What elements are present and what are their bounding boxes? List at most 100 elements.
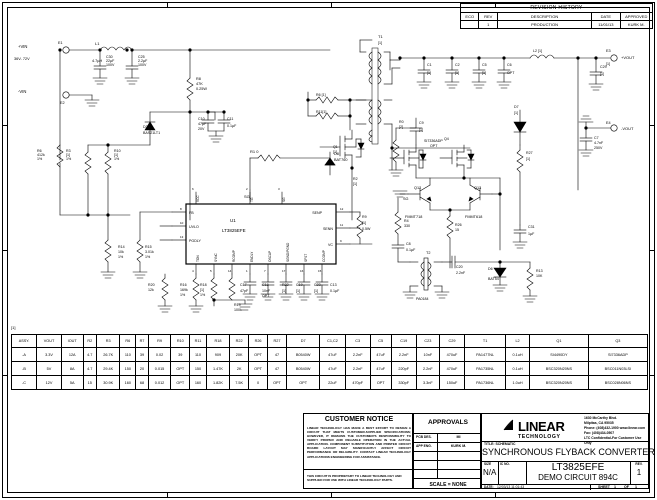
svg-text:0.1µF: 0.1µF <box>227 124 237 128</box>
svg-text:D7: D7 <box>514 105 519 109</box>
svg-text:47µF: 47µF <box>198 122 207 126</box>
parts-col-r10: R10 <box>170 334 191 348</box>
svg-text:OSCAP: OSCAP <box>268 251 272 262</box>
svg-text:SENN: SENN <box>323 227 333 231</box>
svg-text:4: 4 <box>192 269 194 273</box>
title-block: LINEAR TECHNOLOGY 1630 McCarthy Blvd. Mi… <box>481 413 655 490</box>
svg-text:SG: SG <box>403 197 409 201</box>
svg-text:[1]: [1] <box>296 289 300 293</box>
svg-text:D6: D6 <box>488 267 493 271</box>
size-label: SIZE <box>484 462 492 466</box>
customer-notice-footer: THIS CIRCUIT IS PROPRIETARY TO LINEAR TE… <box>307 474 402 483</box>
svg-text:20V: 20V <box>198 127 205 131</box>
svg-text:330: 330 <box>404 224 410 228</box>
svg-text:Q12: Q12 <box>414 186 421 190</box>
rev-cell-rev: 1 <box>478 20 498 29</box>
svg-text:100k: 100k <box>234 308 242 312</box>
svg-text:PA0184: PA0184 <box>416 297 429 301</box>
parts-cell: SI4490DY <box>529 347 589 362</box>
svg-text:47K: 47K <box>196 82 203 86</box>
svg-text:2.2nF: 2.2nF <box>456 271 466 275</box>
svg-text:[1]: [1] <box>353 182 357 186</box>
size-value: N/A <box>483 468 497 477</box>
svg-text:C25: C25 <box>138 55 145 59</box>
svg-text:1%: 1% <box>200 293 206 297</box>
svg-text:OPT: OPT <box>430 144 438 148</box>
parts-cell: -A <box>10 347 38 362</box>
parts-col-r22: R22 <box>229 334 250 348</box>
svg-text:VC: VC <box>328 243 333 247</box>
svg-text:12: 12 <box>340 207 344 211</box>
parts-cell: 0.1uH <box>505 361 531 376</box>
svg-text:10nF: 10nF <box>262 289 271 293</box>
svg-text:[1]: [1] <box>378 41 382 45</box>
svg-text:C13: C13 <box>330 283 337 287</box>
parts-cell: OPT <box>369 375 392 390</box>
parts-cell: OPT <box>170 375 191 390</box>
parts-cell: 160 <box>189 375 207 390</box>
svg-text:E1: E1 <box>58 41 63 45</box>
svg-text:47pF: 47pF <box>240 289 249 293</box>
svg-text:E3: E3 <box>606 49 611 53</box>
svg-text:2.2µF: 2.2µF <box>138 59 148 63</box>
svg-text:250V: 250V <box>594 146 603 150</box>
parts-cell: BSC320N20NS <box>529 361 589 376</box>
svg-text:[1]: [1] <box>333 150 337 154</box>
linear-technology-logo: LINEAR TECHNOLOGY <box>487 419 566 440</box>
svg-text:12k: 12k <box>148 288 154 292</box>
approvals-title: APPROVALS <box>428 419 468 426</box>
address-line-4: LTC Confidential-For Customer Use Only <box>584 435 642 445</box>
svg-text:Q1: Q1 <box>333 145 338 149</box>
svg-text:[1]: [1] <box>427 71 431 75</box>
svg-text:8: 8 <box>180 207 182 211</box>
parts-cell: 2.2nF <box>415 361 440 376</box>
svg-text:C7: C7 <box>594 136 599 140</box>
approvals-row-value-0: MI <box>456 435 461 439</box>
svg-text:7: 7 <box>264 269 266 273</box>
svg-text:C17: C17 <box>240 283 247 287</box>
parts-cell: -B <box>10 361 38 376</box>
parts-cell: 2K <box>229 361 250 376</box>
parts-cell: 150uF <box>438 375 466 390</box>
svg-text:C20: C20 <box>456 265 463 269</box>
svg-text:R6 [1]: R6 [1] <box>316 93 326 97</box>
parts-cell: OPT <box>267 375 287 390</box>
parts-cell: BSC011N03LSI <box>587 361 649 376</box>
svg-text:10K: 10K <box>536 274 543 278</box>
svg-text:U1: U1 <box>230 218 236 223</box>
svg-text:R6: R6 <box>37 149 42 153</box>
svg-text:R15: R15 <box>145 245 152 249</box>
svg-text:VCC: VCC <box>196 195 200 202</box>
parts-cell: 0.015 <box>147 361 172 376</box>
svg-text:15: 15 <box>455 228 459 232</box>
svg-text:ENDLY: ENDLY <box>250 251 254 262</box>
svg-text:R20: R20 <box>148 283 155 287</box>
parts-cell: 1.47K <box>205 361 231 376</box>
parts-cell: PA1735NL <box>464 361 507 376</box>
customer-notice-title: CUSTOMER NOTICE <box>324 416 394 423</box>
parts-cell: 160 <box>119 375 137 390</box>
svg-text:R0: R0 <box>399 120 404 124</box>
svg-text:16: 16 <box>300 269 304 273</box>
parts-cell: 470pF <box>344 375 371 390</box>
svg-text:22µF: 22µF <box>106 59 115 63</box>
parts-col-assy-: ASSY. <box>10 334 38 348</box>
parts-cell: 3.3nF <box>415 375 440 390</box>
svg-text:C29: C29 <box>600 65 607 69</box>
svg-text:4.7µH: 4.7µH <box>92 59 102 63</box>
svg-text:1: 1 <box>246 269 248 273</box>
svg-text:15: 15 <box>318 269 322 273</box>
svg-text:1%: 1% <box>180 293 186 297</box>
parts-cell: 110 <box>189 347 207 362</box>
svg-text:14: 14 <box>228 269 232 273</box>
rev-value: 1 <box>636 468 642 477</box>
parts-col-iout: IOUT <box>60 334 84 348</box>
svg-text:TG: TG <box>250 197 254 202</box>
parts-table-note: [1] <box>11 325 16 330</box>
svg-text:L2 [1]: L2 [1] <box>533 49 542 53</box>
svg-text:[1]: [1] <box>114 153 118 157</box>
svg-text:C19: C19 <box>296 283 303 287</box>
parts-cell: 0.1uH <box>505 347 531 362</box>
parts-cell: 470uF <box>438 361 466 376</box>
svg-text:0.25W: 0.25W <box>196 87 207 91</box>
